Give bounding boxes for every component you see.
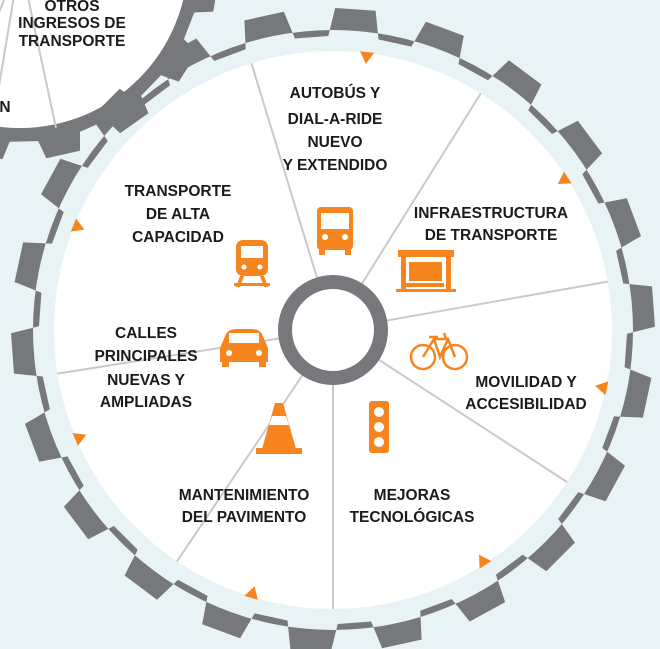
accent-arrow	[72, 433, 87, 446]
segment-label-line: MOVILIDAD Y	[475, 374, 577, 391]
small-gear-label-line: INGRESOS DE	[18, 15, 126, 32]
segment-label-line: CAPACIDAD	[132, 229, 224, 246]
accent-arrow	[595, 381, 609, 396]
segment-label-line: CALLES	[115, 325, 177, 342]
small-gear-label-line: OTROS	[44, 0, 99, 15]
accent-arrow	[557, 171, 572, 184]
spoke-line	[382, 280, 608, 323]
main-gear	[11, 8, 655, 649]
segment-pavimento: MANTENIMIENTO DEL PAVIMENTO	[179, 487, 310, 526]
segment-label-line: INFRAESTRUCTURA	[414, 205, 568, 222]
segment-label-line: PRINCIPALES	[94, 348, 197, 365]
segment-alta-capacidad: TRANSPORTE DE ALTA CAPACIDAD	[125, 183, 232, 246]
car-icon	[220, 329, 268, 367]
segment-label-line: NUEVO	[307, 134, 362, 151]
segment-label-line: DIAL-A-RIDE	[288, 111, 383, 128]
segment-label-line: TECNOLÓGICAS	[350, 508, 475, 526]
spoke-line	[358, 92, 482, 289]
traffic-cone-icon	[256, 403, 302, 454]
small-gear: OTROS INGRESOS DE TRANSPORTE N	[0, 0, 216, 160]
segment-label-line: NUEVAS Y	[107, 372, 185, 389]
segment-tecnologicas: MEJORAS TECNOLÓGICAS	[350, 487, 475, 526]
accent-arrow	[360, 51, 375, 64]
train-icon	[234, 240, 270, 287]
bus-icon	[317, 207, 353, 255]
traffic-light-icon	[369, 401, 389, 453]
segment-label-line: AUTOBÚS Y	[290, 84, 381, 102]
spoke-line	[176, 370, 306, 562]
segment-label-line: TRANSPORTE	[125, 183, 232, 200]
small-gear-partial-label: N	[0, 99, 11, 116]
bus-shelter-icon	[396, 250, 456, 292]
accent-arrow	[479, 554, 492, 569]
segment-label-line: DE TRANSPORTE	[425, 227, 558, 244]
small-gear-label-line: TRANSPORTE	[19, 33, 126, 50]
segment-label-line: AMPLIADAS	[100, 394, 192, 411]
segment-bus: AUTOBÚS Y DIAL-A-RIDE NUEVO Y EXTENDIDO	[283, 84, 388, 174]
spoke-line	[374, 356, 568, 483]
segment-movilidad: MOVILIDAD Y ACCESIBILIDAD	[465, 374, 586, 413]
segment-label-line: Y EXTENDIDO	[283, 157, 388, 174]
hub-ring	[278, 275, 388, 385]
segment-calles: CALLES PRINCIPALES NUEVAS Y AMPLIADAS	[94, 325, 197, 411]
accent-arrow	[244, 586, 258, 600]
segment-label-line: MEJORAS	[374, 487, 451, 504]
segment-label-line: MANTENIMIENTO	[179, 487, 310, 504]
segment-label-line: DE ALTA	[146, 206, 210, 223]
bicycle-icon	[409, 332, 469, 371]
spoke-line	[250, 62, 320, 283]
segment-label-line: DEL PAVIMENTO	[182, 509, 307, 526]
segment-infraestructura: INFRAESTRUCTURA DE TRANSPORTE	[414, 205, 568, 244]
segment-label-line: ACCESIBILIDAD	[465, 396, 586, 413]
accent-arrow	[70, 218, 85, 232]
